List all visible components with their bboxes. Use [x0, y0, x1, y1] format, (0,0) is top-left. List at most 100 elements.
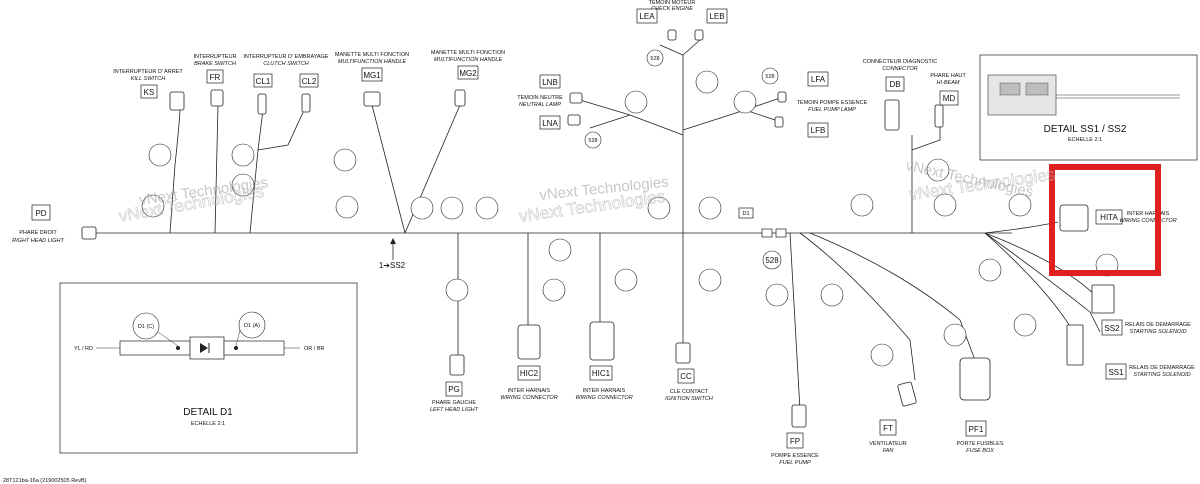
ks-fr: INTERRUPTEUR D' ARRET — [113, 69, 183, 75]
fp-fr: POMPE ESSENCE — [771, 453, 819, 459]
wire-spec-bubbles — [141, 70, 1119, 367]
hita-code: HITA — [1100, 213, 1118, 222]
pg-en: LEFT HEAD LIGHT — [430, 407, 479, 413]
ln-fr: TEMOIN NEUTRE — [517, 95, 563, 101]
d1-right-wire: OR / BR — [304, 346, 325, 352]
hic1-code: HIC1 — [592, 369, 611, 378]
db-fr: CONNECTEUR DIAGNOSTIC — [863, 59, 938, 65]
lea-code: LEA — [639, 12, 655, 21]
cl2-connector-icon — [301, 93, 311, 113]
detail-ss-title: DETAIL SS1 / SS2 — [1044, 124, 1127, 135]
pg-fr: PHARE GAUCHE — [432, 400, 476, 406]
cc-code: CC — [680, 372, 692, 381]
db-code: DB — [889, 80, 900, 89]
hic2-en: WIRING CONNECTOR — [500, 395, 557, 401]
lnb-code: LNB — [542, 78, 558, 87]
cl1-connector-icon — [257, 93, 267, 115]
fr-code: FR — [210, 73, 221, 82]
leb-connector-icon — [694, 29, 704, 41]
fr-fr: INTERRUPTEUR — [193, 54, 236, 60]
ss2-reference: 1➔SS2 — [379, 238, 406, 270]
fr-connector-icon — [210, 89, 224, 107]
le-fr: TEMOIN MOTEUR — [649, 0, 696, 6]
db-en: CONNECTOR — [882, 66, 917, 72]
pd-en: RIGHT HEAD LIGHT — [12, 238, 64, 244]
ft-code: FT — [883, 424, 893, 433]
cl1-code: CL1 — [256, 77, 271, 86]
pd-code: PD — [35, 209, 46, 218]
mg2-en: MULTIFUNCTION HANDLE — [434, 57, 503, 63]
mg2-code: MG2 — [459, 69, 477, 78]
leb-code: LEB — [709, 12, 724, 21]
pf1-connector-icon — [959, 357, 991, 401]
cl-fr: INTERRUPTEUR D' EMBRAYAGE — [243, 54, 329, 60]
pf1-fr: PORTE FUSIBLES — [957, 441, 1004, 447]
ft-fr: VENTILATEUR — [869, 441, 907, 447]
watermarks: vNext Technologies vNext Technologies vN… — [117, 157, 1056, 226]
reference-arrow-label: 1➔SS2 — [379, 261, 406, 270]
d1-left-wire: YL / RD — [74, 346, 93, 352]
lfa-code: LFA — [811, 75, 826, 84]
hita-connector-icon — [1059, 204, 1089, 232]
detail-d1-title: DETAIL D1 — [183, 407, 233, 418]
lfa-connector-icon — [777, 91, 787, 103]
node-528-ln: 528 — [588, 138, 597, 144]
ln-en: NEUTRAL LAMP — [519, 102, 561, 108]
fr-en: BRAKE SWITCH — [194, 61, 236, 67]
hita-en: WIRING CONNECTOR — [1119, 218, 1176, 224]
cl-en: CLUTCH SWITCH — [263, 61, 309, 67]
node-528-lf: 528 — [765, 74, 774, 80]
mg1-en: MULTIFUNCTION HANDLE — [338, 59, 407, 65]
db-connector-icon — [884, 99, 900, 131]
ft-en: FAN — [883, 448, 894, 454]
detail-d1-panel: D1 (C) D1 (A) YL / RD OR / BR DETAIL D1 … — [59, 282, 358, 454]
ft-connector-icon — [897, 381, 917, 407]
ss1-connector-icon — [1066, 324, 1084, 366]
md-code: MD — [943, 94, 956, 103]
pg-connector-icon — [449, 354, 465, 376]
fp-code: FP — [790, 437, 800, 446]
node-528-group: 528 528 528 528 — [584, 49, 782, 270]
d1-tag-right: D1 (A) — [244, 323, 260, 329]
cc-connector-icon — [675, 342, 691, 364]
le-en: CHECK ENGINE — [651, 6, 693, 12]
pd-connector-icon — [81, 226, 97, 240]
md-en: HI-BEAM — [937, 80, 960, 86]
d1-tag-left: D1 (C) — [138, 324, 154, 330]
ss2-en: STARTING SOLENOID — [1129, 329, 1186, 335]
mg2-fr: MANETTE MULTI FONCTION — [431, 50, 505, 56]
mg1-code: MG1 — [363, 71, 381, 80]
pd-fr: PHARE DROIT — [19, 230, 57, 236]
detail-ss-panel: DETAIL SS1 / SS2 ECHELLE 2:1 — [979, 54, 1198, 161]
ks-connector-icon — [169, 91, 185, 111]
ks-code: KS — [144, 88, 155, 97]
mg1-connector-icon — [363, 91, 381, 107]
hic2-fr: INTER HARNAIS — [508, 388, 551, 394]
lna-connector-icon — [567, 114, 581, 126]
ss2-connector-icon — [1091, 284, 1115, 314]
fp-connector-icon — [791, 404, 807, 428]
ss1-en: STARTING SOLENOID — [1133, 372, 1190, 378]
detail-d1-scale: ECHELLE 2:1 — [191, 421, 225, 427]
lf-en: FUEL PUMP LAMP — [808, 107, 856, 113]
pg-code: PG — [448, 385, 460, 394]
hic1-en: WIRING CONNECTOR — [575, 395, 632, 401]
mg1-fr: MANETTE MULTI FONCTION — [335, 52, 409, 58]
d1-code: D1 — [742, 211, 749, 217]
md-fr: PHARE HAUT — [930, 73, 966, 79]
mg2-connector-icon — [454, 89, 466, 107]
cl2-code: CL2 — [302, 77, 317, 86]
document-reference: 28T121ba-16a (219002505 RevB) — [3, 478, 87, 484]
hic1-connector-icon — [589, 321, 615, 361]
connector-labels: PD PHARE DROIT RIGHT HEAD LIGHT INTERRUP… — [12, 0, 1195, 466]
pf1-code: PF1 — [969, 425, 984, 434]
lea-connector-icon — [667, 29, 677, 41]
md-connector-icon — [934, 104, 944, 128]
lnb-connector-icon — [569, 92, 583, 104]
ks-en: KILL SWITCH — [131, 76, 165, 82]
ss1-fr: RELAIS DE DEMARRAGE — [1129, 365, 1195, 371]
cc-fr: CLE CONTACT — [670, 389, 709, 395]
node-528-d1: 528 — [765, 256, 779, 265]
ss2-fr: RELAIS DE DEMARRAGE — [1125, 322, 1191, 328]
